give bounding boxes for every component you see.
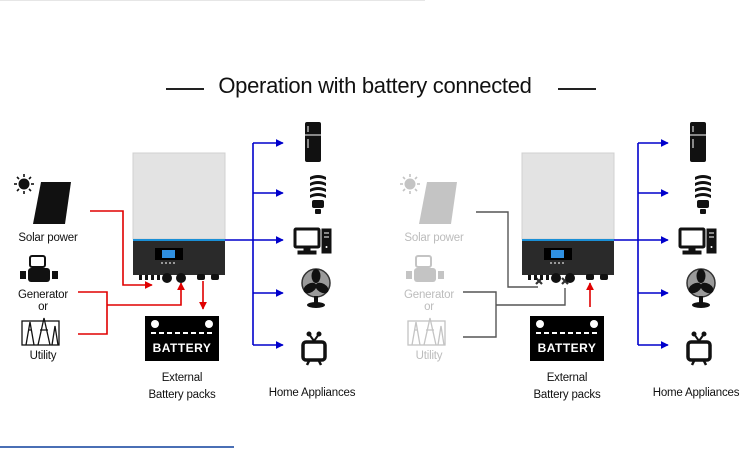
- fan-icon: [685, 268, 717, 309]
- refrigerator-icon: [689, 121, 707, 163]
- source-label-generator: Generator: [404, 289, 454, 301]
- inverter-unit: [521, 152, 615, 284]
- bulb-icon: [310, 175, 326, 214]
- inactive-source-lines: [463, 211, 566, 338]
- source-label-utility: Utility: [29, 350, 57, 362]
- title-rule-left: [166, 88, 204, 90]
- battery-label-line1: External: [161, 372, 203, 384]
- battery-label-line2: Battery packs: [533, 389, 601, 401]
- load-bus-lines: [225, 139, 284, 349]
- loads-label: Home Appliances: [652, 387, 740, 399]
- refrigerator-icon: [304, 121, 322, 163]
- source-label-solar: Solar power: [18, 232, 78, 244]
- fan-icon: [300, 268, 332, 309]
- source-label-generator: Generator: [18, 289, 68, 301]
- inverter-unit: [132, 152, 226, 284]
- bottom-divider: [0, 446, 234, 448]
- sun-icon: [13, 173, 35, 195]
- battery-text: BATTERY: [152, 341, 212, 355]
- solar-to-inverter-line: [90, 210, 153, 289]
- title-rule-right: [558, 88, 596, 90]
- solar-panel-icon: [33, 182, 71, 224]
- ac-to-inverter-line: [107, 282, 185, 306]
- battery-label-line2: Battery packs: [148, 389, 216, 401]
- top-divider: [0, 0, 425, 1]
- bulb-icon: [695, 175, 711, 214]
- generator-icon: [20, 255, 58, 282]
- generator-icon: [406, 255, 444, 282]
- tv-icon: [301, 330, 327, 367]
- source-label-or: or: [38, 301, 48, 313]
- tv-icon: [686, 330, 712, 367]
- utility-tower-icon: [407, 317, 446, 346]
- ac-input-bus-line: [78, 291, 108, 335]
- load-bus-lines: [614, 139, 669, 349]
- battery-text: BATTERY: [537, 341, 597, 355]
- source-label-solar: Solar power: [404, 232, 464, 244]
- battery-label-line1: External: [546, 372, 588, 384]
- loads-label: Home Appliances: [268, 387, 356, 399]
- solar-panel-icon: [419, 182, 457, 224]
- computer-icon: [293, 227, 333, 256]
- source-label-utility: Utility: [415, 350, 443, 362]
- diagram-title: Operation with battery connected: [218, 73, 532, 98]
- panel-right: [399, 121, 718, 367]
- sun-icon: [399, 173, 421, 195]
- utility-tower-icon: [21, 317, 60, 346]
- source-label-or: or: [424, 301, 434, 313]
- panel-left: [13, 121, 333, 367]
- computer-icon: [678, 227, 718, 256]
